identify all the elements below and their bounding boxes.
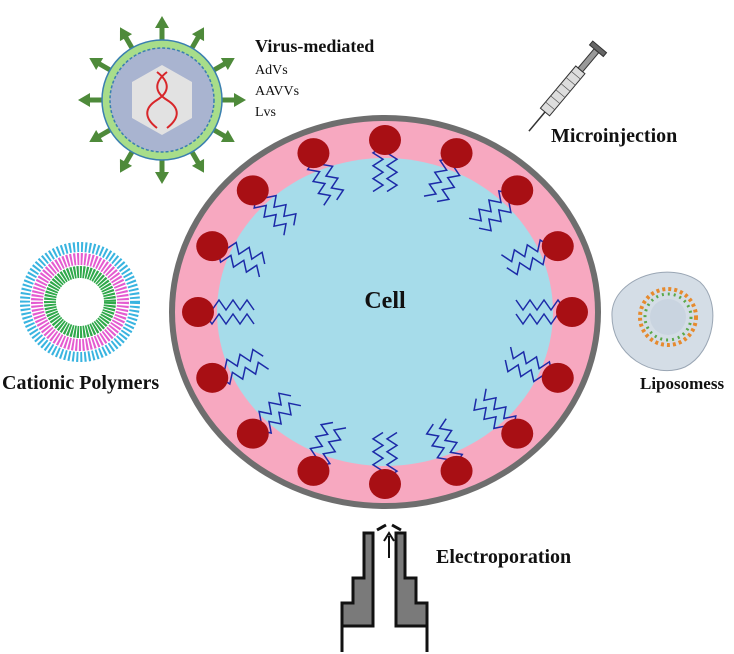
- lipid-head: [297, 455, 330, 486]
- liposomes-label: Liposomess: [640, 374, 724, 393]
- lipid-head: [556, 297, 588, 327]
- lipid-head: [369, 469, 401, 499]
- virus-spike-tip: [155, 172, 169, 184]
- virus-spike-tip: [78, 93, 90, 107]
- lipid-head: [440, 455, 473, 486]
- lipid-head: [196, 231, 229, 262]
- virus-mediated-title: Virus-mediated: [255, 36, 374, 56]
- lipid-head: [196, 362, 229, 393]
- virus-type-advs: AdVs: [255, 63, 288, 78]
- virus-spike-tip: [234, 93, 246, 107]
- syringe-icon: [528, 40, 608, 132]
- cell-cytoplasm: [217, 158, 553, 466]
- lipid-head: [297, 138, 330, 169]
- electroporation-device-icon: [340, 523, 429, 652]
- dna-helix-icon: [146, 71, 178, 129]
- virus-type-lvs: Lvs: [255, 105, 276, 120]
- virus-spike-tip: [155, 16, 169, 28]
- cationic-polymer-micelle-icon: [20, 242, 140, 362]
- lipid-head: [182, 297, 214, 327]
- microinjection-label: Microinjection: [551, 125, 677, 147]
- liposome-icon: [611, 271, 714, 372]
- virus-spike-tip: [191, 158, 205, 173]
- virus-spike-tip: [220, 57, 235, 71]
- virus-spike-tip: [220, 129, 235, 143]
- lipid-head: [501, 175, 534, 206]
- virus-spike-tip: [119, 158, 133, 173]
- virus-spike-tip: [191, 27, 205, 42]
- electroporation-label: Electroporation: [436, 546, 571, 568]
- virus-spike-tip: [89, 57, 104, 71]
- lipid-head: [236, 418, 269, 449]
- lipid-head: [236, 175, 269, 206]
- virus-spike-tip: [119, 27, 133, 42]
- lipid-head: [440, 138, 473, 169]
- virus-type-aavvs: AAVVs: [255, 84, 299, 99]
- lipid-bilayer: [182, 125, 588, 499]
- cationic-polymers-label: Cationic Polymers: [2, 372, 159, 394]
- virus-icon: [78, 16, 246, 184]
- cell-label: Cell: [364, 288, 406, 314]
- lipid-head: [541, 231, 574, 262]
- lipid-head: [541, 362, 574, 393]
- lipid-head: [369, 125, 401, 155]
- cell: Cell: [169, 115, 601, 509]
- lipid-head: [501, 418, 534, 449]
- virus-spike-tip: [89, 129, 104, 143]
